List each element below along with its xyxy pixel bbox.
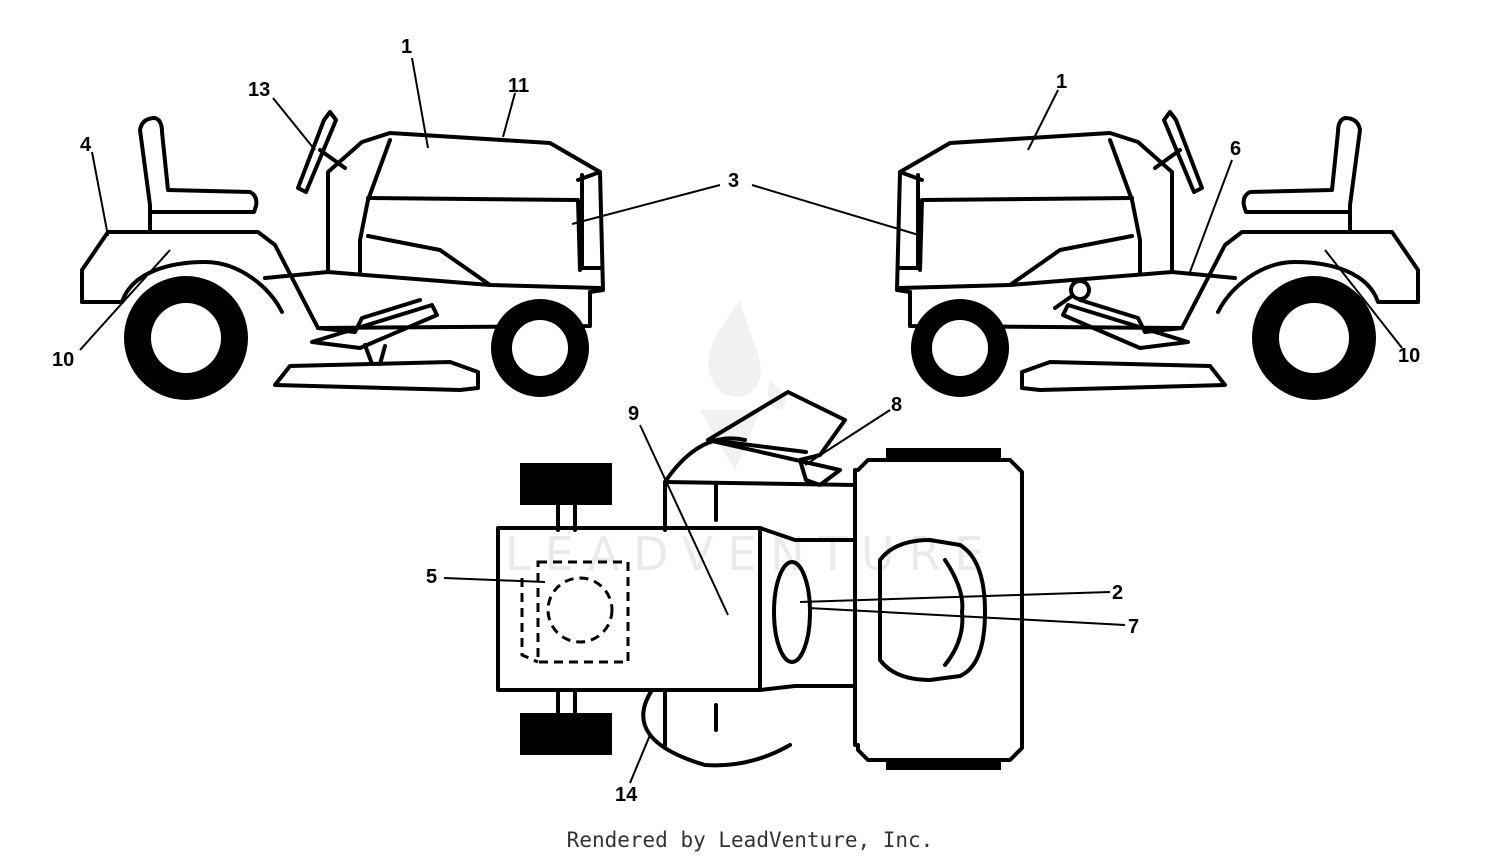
top-mower-deck — [663, 480, 857, 747]
callout-top-5: 5 — [426, 566, 437, 588]
callout-right-6: 6 — [1230, 138, 1241, 160]
callout-center-3: 3 — [728, 170, 739, 192]
callout-left-1: 1 — [401, 36, 412, 58]
top-rear-body — [496, 526, 857, 692]
discharge-chute — [706, 390, 847, 487]
callout-top-7: 7 — [1128, 616, 1139, 638]
mower-deck — [273, 360, 480, 392]
top-rear-wheel-lower — [520, 713, 612, 755]
callout-labels: 1 11 13 4 10 3 1 6 10 9 8 5 2 7 14 — [52, 36, 1420, 806]
callout-top-14: 14 — [615, 784, 638, 806]
watermark-text: LEADVENTURE — [505, 527, 998, 581]
dashed-seat-outline — [536, 560, 630, 664]
footer-credit: Rendered by LeadVenture, Inc. — [566, 828, 934, 852]
seat — [138, 116, 259, 234]
leader-lines — [79, 57, 1403, 784]
callout-top-2: 2 — [1112, 582, 1123, 604]
flame-logo-icon — [708, 300, 786, 410]
callout-left-10: 10 — [52, 349, 74, 371]
tractor-right-side-view — [895, 110, 1420, 400]
callout-right-1: 1 — [1056, 71, 1067, 93]
callout-left-11: 11 — [508, 75, 529, 97]
rear-fender — [80, 230, 422, 334]
tractor-left-side-view — [80, 110, 605, 400]
hood — [326, 131, 605, 294]
callout-top-9: 9 — [628, 403, 639, 425]
callout-top-8: 8 — [891, 394, 902, 416]
steering-wheel — [296, 110, 338, 194]
callout-left-13: 13 — [248, 79, 270, 101]
tractor-top-view — [496, 390, 1024, 770]
callout-left-4: 4 — [80, 134, 92, 156]
top-rear-wheel-upper — [520, 463, 612, 505]
callout-right-10: 10 — [1398, 345, 1420, 367]
